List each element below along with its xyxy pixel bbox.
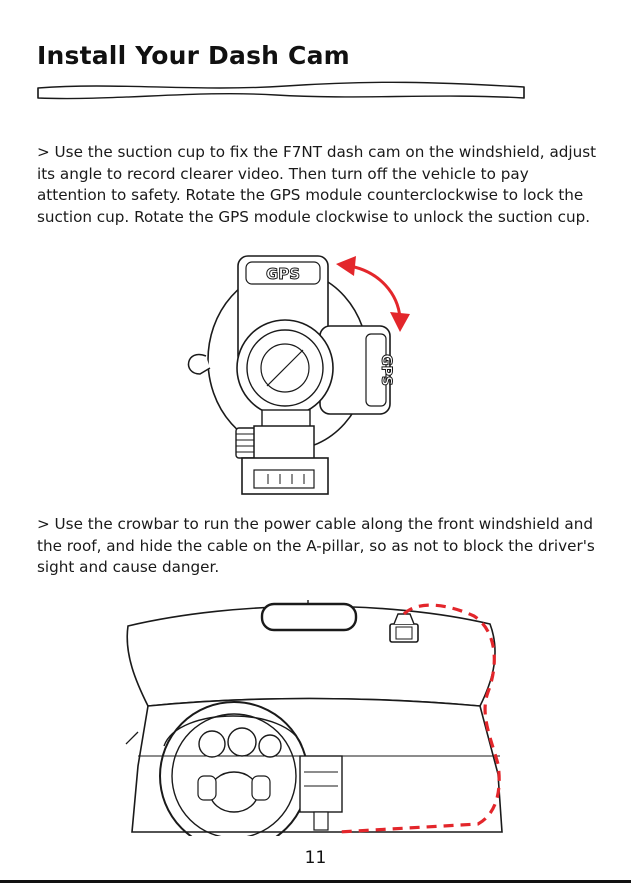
rotation-arrow-head-top [336,256,356,276]
power-cable-route [337,603,501,834]
wavy-title-underline [37,81,525,100]
instruction-paragraph-mount: > Use the suction cup to fix the F7NT da… [37,143,597,226]
gps-label-top: GPS [266,265,300,283]
suction-tab [187,353,211,375]
gps-label-side: GPS [378,354,394,386]
footer-rule [0,880,631,883]
page-title: Install Your Dash Cam [37,41,350,70]
suction-mount-illustration: GPS GPS [187,255,410,495]
mount-knob [235,427,257,459]
rearview-mirror [260,602,358,632]
instruction-paragraph-cable: > Use the crowbar to run the power cable… [37,515,595,576]
center-console [299,755,343,813]
page-number: 11 [304,848,327,868]
cable-routing-illustration [125,600,503,836]
mount-bracket [253,425,315,461]
rotation-arrow-head-bottom [390,312,410,332]
rotation-arrow [349,264,402,319]
